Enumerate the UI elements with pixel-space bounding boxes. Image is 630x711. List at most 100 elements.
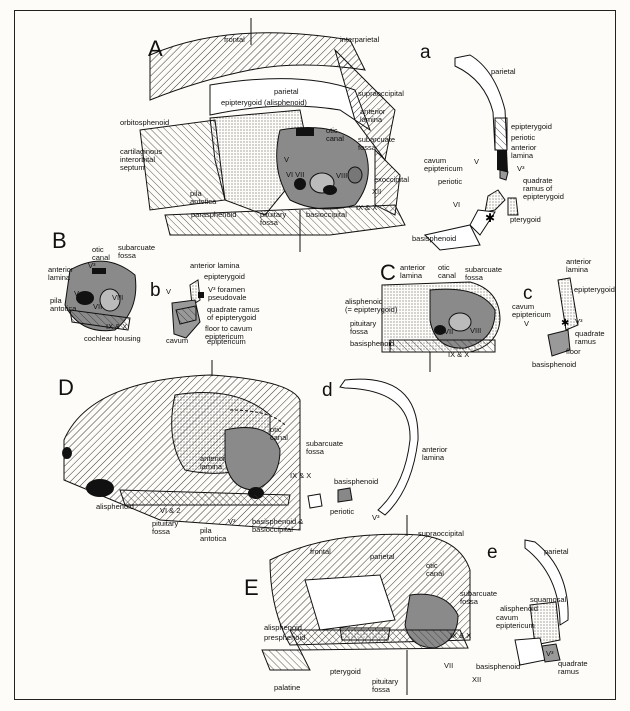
label-e-squamosal: squamosal xyxy=(530,596,566,604)
label-E-ix-x: IX & X xyxy=(450,632,471,640)
label-a-anterior-lamina: anterior lamina xyxy=(511,144,536,160)
panel-letter-a: a xyxy=(420,42,431,64)
label-A-parietal: parietal xyxy=(274,88,299,96)
label-A-frontal: frontal xyxy=(224,36,245,44)
label-B-v3: V³ xyxy=(88,262,96,270)
label-B-anterior-lamina: anterior lamina xyxy=(48,266,73,282)
label-a-epipterygoid: epipterygoid xyxy=(511,123,552,131)
panel-letter-d: d xyxy=(322,380,333,402)
label-B-subarcuate-fossa: subarcuate fossa xyxy=(118,244,155,260)
label-c-epipterygoid: epipterygoid xyxy=(574,286,615,294)
label-d-v3: V³ xyxy=(372,514,380,522)
label-C-pituitary-fossa: pituitary fossa xyxy=(350,320,376,336)
label-e-cavum: cavum epiptericum xyxy=(496,614,535,630)
label-A-otic-canal: otic canal xyxy=(326,127,344,143)
label-B-vii: VII xyxy=(93,303,102,311)
label-E-frontal: frontal xyxy=(310,548,331,556)
label-E-otic-canal: otic canal xyxy=(426,562,444,578)
label-B-otic-canal: otic canal xyxy=(92,246,110,262)
panel-C-drawing xyxy=(382,282,500,372)
label-E-pituitary-fossa: pituitary fossa xyxy=(372,678,398,694)
label-E-palatine: palatine xyxy=(274,684,300,692)
label-D-subarcuate-fossa: subarcuate fossa xyxy=(306,440,343,456)
label-c-anterior-lamina: anterior lamina xyxy=(566,258,591,274)
label-E-alisphenoid: alisphenoid xyxy=(264,624,302,632)
label-c-quadrate-ramus: quadrate ramus xyxy=(575,330,605,346)
panel-letter-e: e xyxy=(487,542,498,564)
label-c-basisphenoid: basisphenoid xyxy=(532,361,576,369)
label-A-supraoccipital: supraoccipital xyxy=(358,90,404,98)
label-A-epipterygoid: epipterygoid (alisphenoid) xyxy=(221,99,307,107)
label-c-v: V xyxy=(524,320,529,328)
panel-letter-B: B xyxy=(52,228,67,254)
label-A-orbitosphenoid: orbitosphenoid xyxy=(120,119,169,127)
svg-text:✱: ✱ xyxy=(485,211,495,225)
label-b-v: V xyxy=(166,288,171,296)
label-b-epiptericum: epiptericum xyxy=(207,338,246,346)
label-D-pila-antotica: pila antotica xyxy=(200,527,226,543)
panel-letter-E: E xyxy=(244,575,259,601)
label-a-pterygoid: pterygoid xyxy=(510,216,541,224)
label-C-otic-canal: otic canal xyxy=(438,264,456,280)
label-B-pila-antotica: pila antotica xyxy=(50,297,76,313)
label-A-pituitary-fossa: pituitary fossa xyxy=(260,211,286,227)
label-A-basioccipital: basioccipital xyxy=(306,211,347,219)
svg-text:✱: ✱ xyxy=(561,318,569,329)
label-a-quadrate-ramus: quadrate ramus of epipterygoid xyxy=(523,177,564,201)
label-e-quadrate-ramus: quadrate ramus xyxy=(558,660,588,676)
label-a-cavum: cavum epiptericum xyxy=(424,157,463,173)
label-D-basisphenoid: basisphenoid & basioccipital xyxy=(252,518,303,534)
label-A-vi-vii: VI VII xyxy=(286,171,304,179)
label-A-interparietal: interparietal xyxy=(340,36,379,44)
label-D-alisphenoid: alisphenoid xyxy=(96,503,134,511)
label-A-v: V xyxy=(284,156,289,164)
label-A-xii: XII xyxy=(372,188,381,196)
label-E-pterygoid: pterygoid xyxy=(330,668,361,676)
label-e-v3: V³ xyxy=(546,650,554,658)
label-C-viii: VIII xyxy=(470,327,481,335)
label-A-anterior-lamina: anterior lamina xyxy=(360,108,385,124)
label-C-subarcuate-fossa: subarcuate fossa xyxy=(465,266,502,282)
label-E-presphenoid: presphenoid xyxy=(264,634,305,642)
label-C-anterior-lamina: anterior lamina xyxy=(400,264,425,280)
label-b-cavum: cavum xyxy=(166,337,188,345)
label-d-anterior-lamina: anterior lamina xyxy=(422,446,447,462)
label-e-basisphenoid: basisphenoid xyxy=(476,663,520,671)
label-e-alisphenoid: alisphenoid xyxy=(500,605,538,613)
label-a-v: V xyxy=(474,158,479,166)
label-D-anterior-lamina: anterior lamina xyxy=(200,455,225,471)
label-c-floor: floor xyxy=(566,348,581,356)
label-d-periotic: periotic xyxy=(330,508,354,516)
label-E-xii: XII xyxy=(472,676,481,684)
label-A-pila-antotica: pila antotica xyxy=(190,190,216,206)
label-D-vi-v2: VI & 2 xyxy=(160,507,180,515)
label-B-viii: VIII xyxy=(112,294,123,302)
panel-b-drawing xyxy=(172,280,204,338)
panel-letter-b: b xyxy=(150,280,161,302)
label-D-pituitary-fossa: pituitary fossa xyxy=(152,520,178,536)
label-a-v3: V³ xyxy=(517,165,525,173)
label-E-parietal: parietal xyxy=(370,553,395,561)
label-A-exoccipital: exoccipital xyxy=(374,176,409,184)
label-b-quadrate-ramus: quadrate ramus of epipterygoid xyxy=(207,306,260,322)
label-A-subarcuate-fossa: subarcuate fossa xyxy=(358,136,395,152)
label-c-cavum: cavum epiptericum xyxy=(512,303,551,319)
label-e-parietal: parietal xyxy=(544,548,569,556)
label-E-subarcuate-fossa: subarcuate fossa xyxy=(460,590,497,606)
label-a-periotic-2: periotic xyxy=(438,178,462,186)
label-D-otic-canal: otic canal xyxy=(270,426,288,442)
label-a-vi: VI xyxy=(453,201,460,209)
label-B-ix-x: IX & X xyxy=(106,323,127,331)
panel-letter-D: D xyxy=(58,375,74,401)
label-D-v3: V³ xyxy=(228,518,236,526)
label-A-cartilaginous-septum: cartilaginous interorbital septum xyxy=(120,148,162,172)
label-C-basisphenoid: basisphenoid xyxy=(350,340,394,348)
label-D-ix-x: IX & X xyxy=(290,472,311,480)
label-c-v3: V³ xyxy=(575,318,583,326)
label-E-vii: VII xyxy=(444,662,453,670)
panel-E-drawing xyxy=(262,515,470,695)
label-C-alisphenoid: alisphenoid (= epipterygoid) xyxy=(345,298,397,314)
label-E-supraoccipital: supraoccipital xyxy=(418,530,464,538)
label-a-periotic: periotic xyxy=(511,134,535,142)
